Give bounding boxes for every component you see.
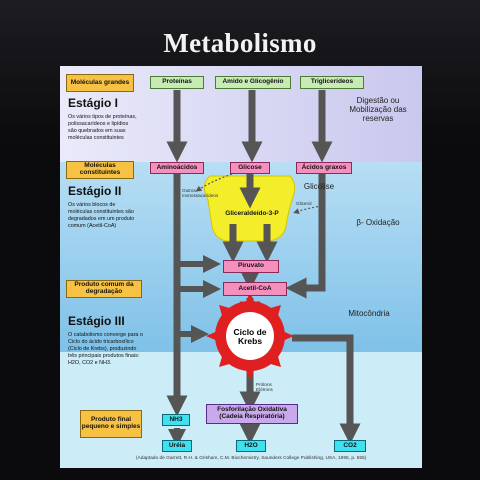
box-co2: CO2 — [334, 440, 366, 452]
box-glucose: Glicose — [230, 162, 270, 174]
diagram-graphics — [166, 90, 361, 447]
label-g3p: Gliceraldeído-3-P — [225, 209, 279, 217]
stage-two-text: Os vários blocos de moléculas constituin… — [68, 202, 135, 229]
box-triglycerides: Triglicerídeos — [300, 76, 364, 89]
box-amino-acids: Aminoácidos — [150, 162, 204, 174]
slide-title: Metabolismo — [163, 28, 317, 58]
label-digestion: Digestão ou Mobilização das reservas — [349, 96, 407, 124]
box-nh3: NH3 — [162, 414, 190, 426]
arrow-glycerol — [293, 205, 323, 214]
box-oxidative-phosphorylation: Fosforilação Oxidativa (Cadeia Respirató… — [206, 404, 298, 424]
label-other-monosaccharides: Outros monossacarídeos — [182, 188, 219, 199]
stage-three-title: Estágio III — [68, 314, 125, 328]
arrow-krebs-co2 — [292, 334, 361, 445]
stage-two-title: Estágio II — [68, 184, 122, 198]
tag-final-product: Produto final pequeno e simples — [80, 410, 142, 438]
stage-one-title: Estágio I — [68, 96, 119, 110]
stage-three-text: O catabolismo converge para o Ciclo do á… — [68, 332, 143, 366]
stage-one-text: Os vários tipos de proteínas, polissacar… — [68, 114, 137, 141]
label-glycolysis: Glicólise — [303, 182, 335, 191]
box-urea: Uréia — [162, 440, 192, 452]
label-protons-electrons: Prótons Elétrons — [256, 382, 273, 393]
box-fatty-acids: Ácidos graxos — [296, 162, 352, 174]
label-mitochondria: Mitocôndria — [348, 309, 390, 318]
krebs-cycle-ring — [206, 292, 294, 380]
tag-common-product: Produto comum da degradação — [66, 280, 142, 298]
citation: (Adaptado de Garrett, R.H. & Grisham, C.… — [136, 456, 367, 461]
arrow-other-mono — [195, 173, 233, 192]
box-acetyl-coa: Acetil-CoA — [223, 282, 287, 296]
label-beta-oxidation: β- Oxidação — [356, 218, 400, 227]
tag-large-molecules: Moléculas grandes — [66, 74, 134, 92]
box-starch-glycogen: Amido e Glicogênio — [215, 76, 291, 89]
box-proteins: Proteínas — [150, 76, 204, 89]
arrow-fatty-acetyl — [285, 174, 326, 299]
label-krebs-cycle: Ciclo de Krebs — [233, 327, 267, 346]
box-pyruvate: Piruvato — [223, 260, 279, 273]
box-h2o: H2O — [236, 440, 266, 452]
label-glycerol: Glicerol — [296, 201, 312, 206]
metabolism-diagram: Moléculas grandes Estágio I Os vários ti… — [60, 66, 422, 468]
tag-constituent-molecules: Moléculas constituintes — [66, 161, 134, 179]
